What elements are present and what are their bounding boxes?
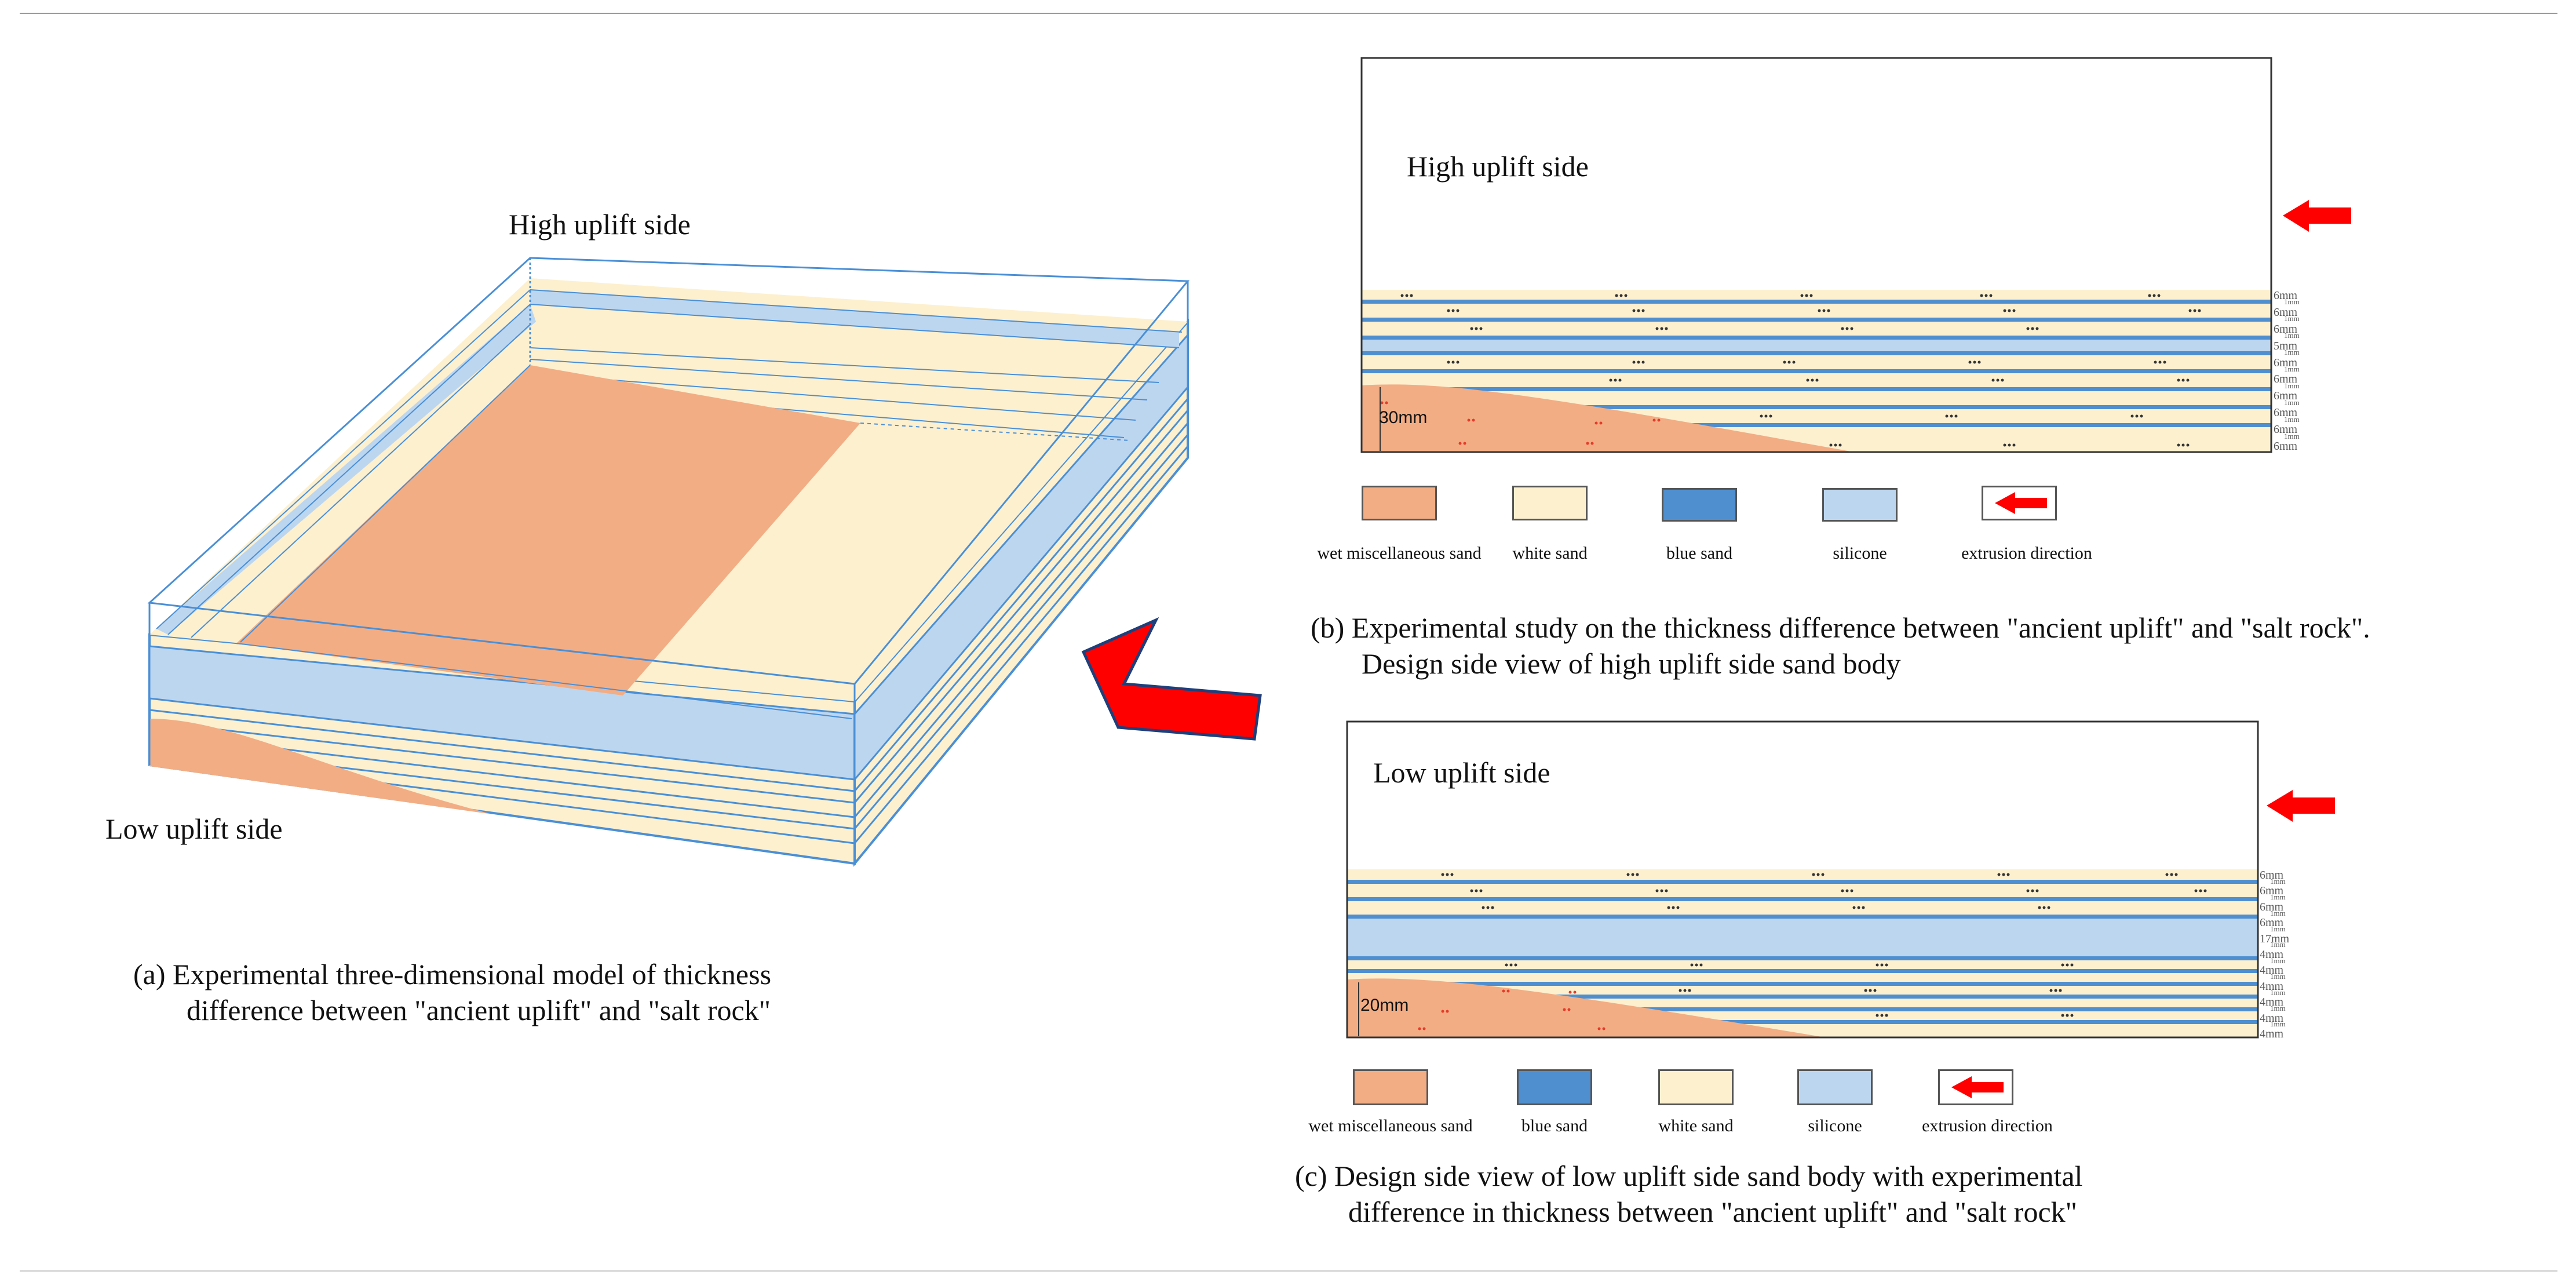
legend-b-label-2: white sand xyxy=(1512,544,1588,563)
legend-b-silicone-swatch xyxy=(1822,488,1898,522)
legend-b-wet-sand-swatch xyxy=(1362,486,1437,520)
layer-thickness-label: 1mm xyxy=(2270,988,2286,997)
layer-thickness-label: 6mm xyxy=(2274,373,2298,386)
layer-thickness-label: 1mm xyxy=(2270,876,2286,886)
layer-thickness-label: 1mm xyxy=(2270,924,2286,933)
panel-b-high-uplift-label: High uplift side xyxy=(1407,150,1589,183)
legend-b-arrow-icon xyxy=(1995,492,2047,514)
layer-thickness-label: 1mm xyxy=(2284,297,2300,307)
legend-c-white-sand-swatch xyxy=(1658,1069,1734,1105)
panel-c-wet-sand-wedge xyxy=(1347,978,1825,1037)
layer-thickness-label: 4mm xyxy=(2260,1011,2284,1025)
panel-a-high-uplift-label: High uplift side xyxy=(509,208,691,241)
panel-b-caption-line1: (b) Experimental study on the thickness … xyxy=(1311,611,2370,644)
panel-c-caption: (c) Design side view of low uplift side … xyxy=(1295,1158,2082,1230)
panel-b-extrusion-arrow-icon xyxy=(2283,200,2351,232)
legend-c-silicone-swatch xyxy=(1797,1069,1873,1105)
legend-b-label-5: extrusion direction xyxy=(1961,544,2092,563)
layer-thickness-label: 1mm xyxy=(2270,1019,2286,1029)
layer-thickness-label: 6mm xyxy=(2260,916,2284,930)
figure-frame xyxy=(20,13,2557,1272)
layer-thickness-label: 4mm xyxy=(2260,996,2284,1009)
right-silicone-layer xyxy=(855,335,1188,780)
layer-thickness-label: 4mm xyxy=(2260,964,2284,977)
layer-thickness-label: 1mm xyxy=(2284,365,2300,373)
panel-b-caption: (b) Experimental study on the thickness … xyxy=(1311,610,2370,682)
panel-c-sand-dots xyxy=(1441,873,2207,1017)
layer-thickness-label: 1mm xyxy=(2284,414,2300,424)
panel-b-wet-sand-dots xyxy=(1380,401,1661,445)
legend-b-white-sand-swatch xyxy=(1512,486,1588,520)
layer-thickness-label: 6mm xyxy=(2260,884,2284,898)
layer-thickness-label: 6mm xyxy=(2274,406,2298,420)
legend-b-arrow-swatch xyxy=(1982,486,2057,520)
layer-thickness-label: 4mm xyxy=(2260,948,2284,961)
panel-a-low-uplift-label: Low uplift side xyxy=(105,813,283,845)
layer-thickness-label: 6mm xyxy=(2274,440,2298,453)
panel-c-caption-line2: difference in thickness between "ancient… xyxy=(1348,1196,2078,1228)
top-back-silicone xyxy=(530,290,1179,348)
right-layer-lines xyxy=(853,334,1189,844)
legend-c-label-3: white sand xyxy=(1658,1116,1734,1135)
legend-c-arrow-icon xyxy=(1951,1076,2004,1098)
layer-thickness-label: 1mm xyxy=(2270,893,2286,902)
layer-thickness-label: 1mm xyxy=(2284,431,2300,440)
layer-thickness-label: 1mm xyxy=(2270,1003,2286,1013)
legend-c-label-2: blue sand xyxy=(1521,1116,1588,1135)
legend-b-label-1: wet miscellaneous sand xyxy=(1317,544,1482,563)
layer-thickness-label: 6mm xyxy=(2274,305,2298,319)
layer-thickness-label: 5mm xyxy=(2274,339,2298,352)
panel-a-caption-line2: difference between "ancient uplift" and … xyxy=(187,994,771,1026)
layer-thickness-label: 17mm xyxy=(2260,932,2290,945)
panel-c-thickness-label: 20mm xyxy=(1360,996,1409,1015)
layer-thickness-label: 1mm xyxy=(2284,314,2300,323)
layer-thickness-label: 1mm xyxy=(2284,348,2300,357)
panel-b-caption-line2: Design side view of high uplift side san… xyxy=(1362,647,1901,680)
panel-b-thickness-label: 30mm xyxy=(1379,408,1428,427)
layer-thickness-label: 6mm xyxy=(2260,869,2284,882)
front-silicone-layer xyxy=(149,646,855,780)
layer-thickness-label: 1mm xyxy=(2284,398,2300,407)
legend-b-label-4: silicone xyxy=(1833,544,1887,563)
legend-c-label-4: silicone xyxy=(1808,1116,1862,1135)
legend-c-label-1: wet miscellaneous sand xyxy=(1308,1116,1473,1135)
layer-thickness-label: 1mm xyxy=(2270,908,2286,917)
layer-thickness-label: 1mm xyxy=(2270,940,2286,949)
layer-thickness-label: 1mm xyxy=(2270,972,2286,981)
layer-thickness-label: 1mm xyxy=(2284,381,2300,390)
panel-c-extrusion-arrow-icon xyxy=(2267,790,2335,822)
panel-c-low-uplift-label: Low uplift side xyxy=(1373,756,1550,789)
panel-b-sand-dots xyxy=(1400,294,2201,447)
legend-c-arrow-swatch xyxy=(1938,1069,2013,1105)
legend-c-blue-sand-swatch xyxy=(1517,1069,1592,1105)
panel-c-wet-sand-dots xyxy=(1418,989,1606,1030)
layer-thickness-label: 6mm xyxy=(2260,900,2284,913)
panel-b-wet-sand-wedge xyxy=(1362,384,1854,452)
front-wet-sand-wedge xyxy=(149,719,492,814)
layer-thickness-label: 6mm xyxy=(2274,389,2298,403)
legend-c-label-5: extrusion direction xyxy=(1922,1116,2053,1135)
top-wet-sand-plane xyxy=(236,365,860,695)
legend-b-label-3: blue sand xyxy=(1666,544,1733,563)
layer-thickness-label: 4mm xyxy=(2260,1028,2284,1040)
legend-c-wet-sand-swatch xyxy=(1353,1069,1428,1105)
layer-thickness-label: 6mm xyxy=(2274,322,2298,336)
panel-a-caption-line1: (a) Experimental three-dimensional model… xyxy=(133,958,772,990)
panel-a-caption: (a) Experimental three-dimensional model… xyxy=(133,956,771,1028)
layer-thickness-label: 6mm xyxy=(2274,289,2298,302)
layer-thickness-label: 4mm xyxy=(2260,979,2284,993)
wireframe-box xyxy=(147,257,1190,864)
layer-thickness-label: 1mm xyxy=(2270,956,2286,965)
legend-b-blue-sand-swatch xyxy=(1662,488,1737,522)
layer-thickness-label: 6mm xyxy=(2274,423,2298,436)
large-extrusion-arrow-icon xyxy=(1081,617,1262,741)
panel-c-caption-line1: (c) Design side view of low uplift side … xyxy=(1295,1160,2083,1192)
layer-thickness-label: 1mm xyxy=(2284,331,2300,340)
top-left-silicone xyxy=(156,304,536,635)
layer-thickness-label: 6mm xyxy=(2274,356,2298,369)
top-layer-lines xyxy=(156,289,1183,638)
